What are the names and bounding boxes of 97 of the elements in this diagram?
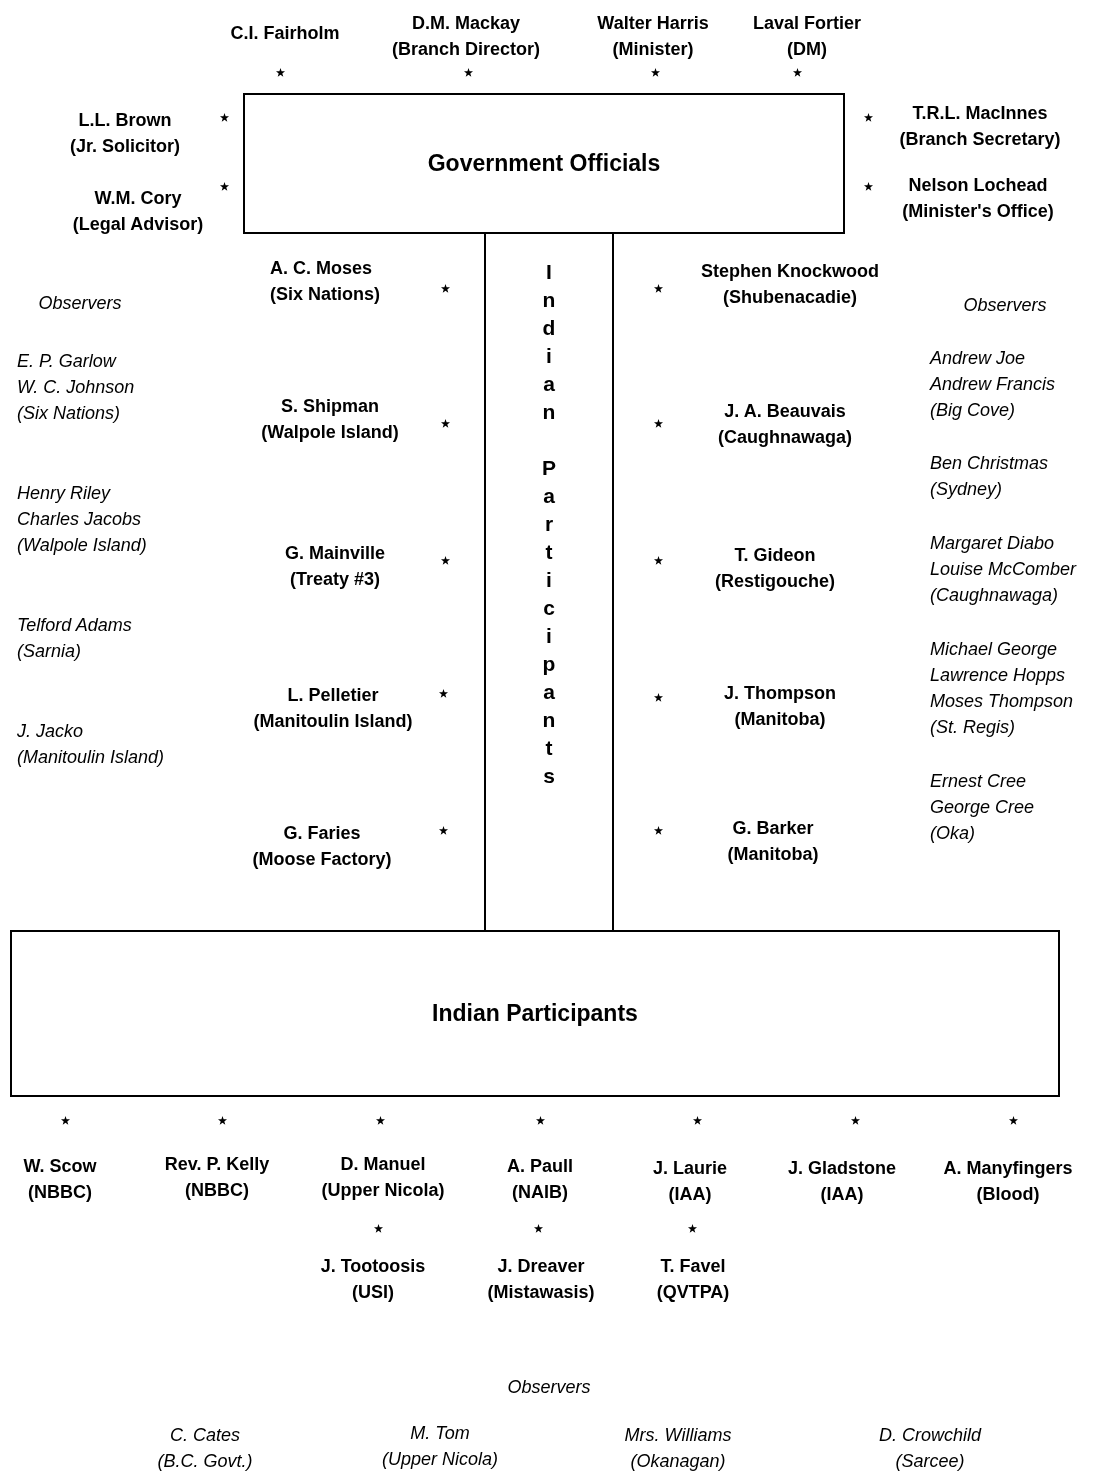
seat-label: L.L. Brown	[78, 109, 172, 132]
observer-label: E. P. Garlow	[17, 350, 116, 373]
observer-label: (Six Nations)	[17, 402, 121, 425]
seat-label: L. Pelletier	[287, 684, 379, 707]
seat-label: J. Laurie	[653, 1157, 727, 1180]
seat-label: (Six Nations)	[270, 283, 380, 306]
observers-heading: Observers	[963, 294, 1047, 317]
seat-label: W. Scow	[23, 1155, 97, 1178]
seat-label: (Manitoulin Island)	[253, 710, 413, 733]
observer-label: (Walpole Island)	[17, 534, 147, 557]
seat-label: (Moose Factory)	[252, 848, 392, 871]
observer-label: Telford Adams	[17, 614, 132, 637]
table-outline	[484, 232, 614, 932]
observer-label: D. Crowchild	[879, 1424, 981, 1447]
table-label: Indian Participants	[538, 260, 560, 792]
table-label: Government Officials	[427, 150, 661, 177]
seat-label: G. Mainville	[285, 542, 385, 565]
seat-label: W.M. Cory	[94, 187, 182, 210]
seat-label: S. Shipman	[281, 395, 379, 418]
observer-label: Andrew Joe	[930, 347, 1026, 370]
table-outline	[10, 930, 1060, 1097]
seat-label: (Shubenacadie)	[723, 286, 857, 309]
seat-label: A. Manyfingers	[943, 1157, 1073, 1180]
observer-label: (St. Regis)	[930, 716, 1016, 739]
seat-label: (Mistawasis)	[487, 1281, 595, 1304]
observer-label: C. Cates	[170, 1424, 240, 1447]
observer-label: Louise McComber	[930, 558, 1077, 581]
observer-label: Henry Riley	[17, 482, 111, 505]
seat-label: A. C. Moses	[270, 257, 373, 280]
observer-label: Charles Jacobs	[17, 508, 142, 531]
observer-label: (Sydney)	[930, 478, 1003, 501]
observer-label: W. C. Johnson	[17, 376, 135, 399]
table-outline	[243, 93, 845, 234]
seat-label: (Upper Nicola)	[321, 1179, 445, 1202]
observer-label: (Sarnia)	[17, 640, 82, 663]
observer-label: (B.C. Govt.)	[157, 1450, 253, 1473]
seat-label: (IAA)	[668, 1183, 712, 1206]
observers-heading: Observers	[38, 292, 122, 315]
seat-label: (Manitoba)	[734, 708, 826, 731]
seat-label: J. Dreaver	[497, 1255, 585, 1278]
seat-label: (DM)	[787, 38, 827, 61]
observer-label: Moses Thompson	[930, 690, 1074, 713]
seat-label: (Blood)	[976, 1183, 1040, 1206]
seat-label: J. Tootoosis	[320, 1255, 426, 1278]
observer-label: Ben Christmas	[930, 452, 1049, 475]
observer-label: (Manitoulin Island)	[17, 746, 165, 769]
seat-label: (USI)	[352, 1281, 394, 1304]
seat-label: J. Gladstone	[788, 1157, 896, 1180]
observer-label: Lawrence Hopps	[930, 664, 1066, 687]
observer-label: Mrs. Williams	[624, 1424, 732, 1447]
seat-label: (Treaty #3)	[290, 568, 380, 591]
seat-label: T. Gideon	[734, 544, 816, 567]
observer-label: Margaret Diabo	[930, 532, 1055, 555]
observers-heading: Observers	[507, 1376, 591, 1399]
observer-label: George Cree	[930, 796, 1035, 819]
seat-label: (Jr. Solicitor)	[70, 135, 180, 158]
seat-label: (IAA)	[820, 1183, 864, 1206]
seat-label: Nelson Lochead	[908, 174, 1048, 197]
seat-label: D.M. Mackay	[412, 12, 520, 35]
seat-label: C.I. Fairholm	[230, 22, 340, 45]
table-label: Indian Participants	[432, 1000, 638, 1027]
observer-label: (Okanagan)	[630, 1450, 726, 1473]
observer-label: (Upper Nicola)	[382, 1448, 498, 1471]
seat-label: (QVTPA)	[656, 1281, 730, 1304]
seat-label: J. Thompson	[724, 682, 836, 705]
seat-label: (NBBC)	[28, 1181, 92, 1204]
seat-label: (Restigouche)	[715, 570, 835, 593]
observer-label: Andrew Francis	[930, 373, 1056, 396]
seat-label: (Walpole Island)	[261, 421, 399, 444]
observer-label: (Big Cove)	[930, 399, 1016, 422]
observer-label: Ernest Cree	[930, 770, 1027, 793]
seat-label: J. A. Beauvais	[724, 400, 846, 423]
seat-label: Stephen Knockwood	[701, 260, 879, 283]
seat-label: A. Paull	[507, 1155, 573, 1178]
seat-label: T.R.L. MacInnes	[912, 102, 1048, 125]
seat-label: (Branch Secretary)	[899, 128, 1061, 151]
seat-label: Walter Harris	[597, 12, 709, 35]
seat-label: (Caughnawaga)	[718, 426, 852, 449]
seat-label: (NBBC)	[185, 1179, 249, 1202]
seat-label: D. Manuel	[340, 1153, 426, 1176]
observer-label: (Sarcee)	[895, 1450, 965, 1473]
observer-label: (Caughnawaga)	[930, 584, 1059, 607]
seat-label: Laval Fortier	[753, 12, 861, 35]
observer-label: J. Jacko	[17, 720, 84, 743]
seat-label: (Legal Advisor)	[72, 213, 204, 236]
observer-label: Michael George	[930, 638, 1058, 661]
observer-label: (Oka)	[930, 822, 975, 845]
seat-label: (Manitoba)	[727, 843, 819, 866]
seat-label: Rev. P. Kelly	[164, 1153, 270, 1176]
observer-label: M. Tom	[410, 1422, 470, 1445]
seat-label: G. Barker	[732, 817, 814, 840]
seat-label: (Branch Director)	[392, 38, 540, 61]
seat-label: T. Favel	[660, 1255, 726, 1278]
seat-label: (Minister)	[612, 38, 694, 61]
seat-label: G. Faries	[283, 822, 361, 845]
seat-label: (Minister's Office)	[902, 200, 1054, 223]
seat-label: (NAIB)	[512, 1181, 568, 1204]
